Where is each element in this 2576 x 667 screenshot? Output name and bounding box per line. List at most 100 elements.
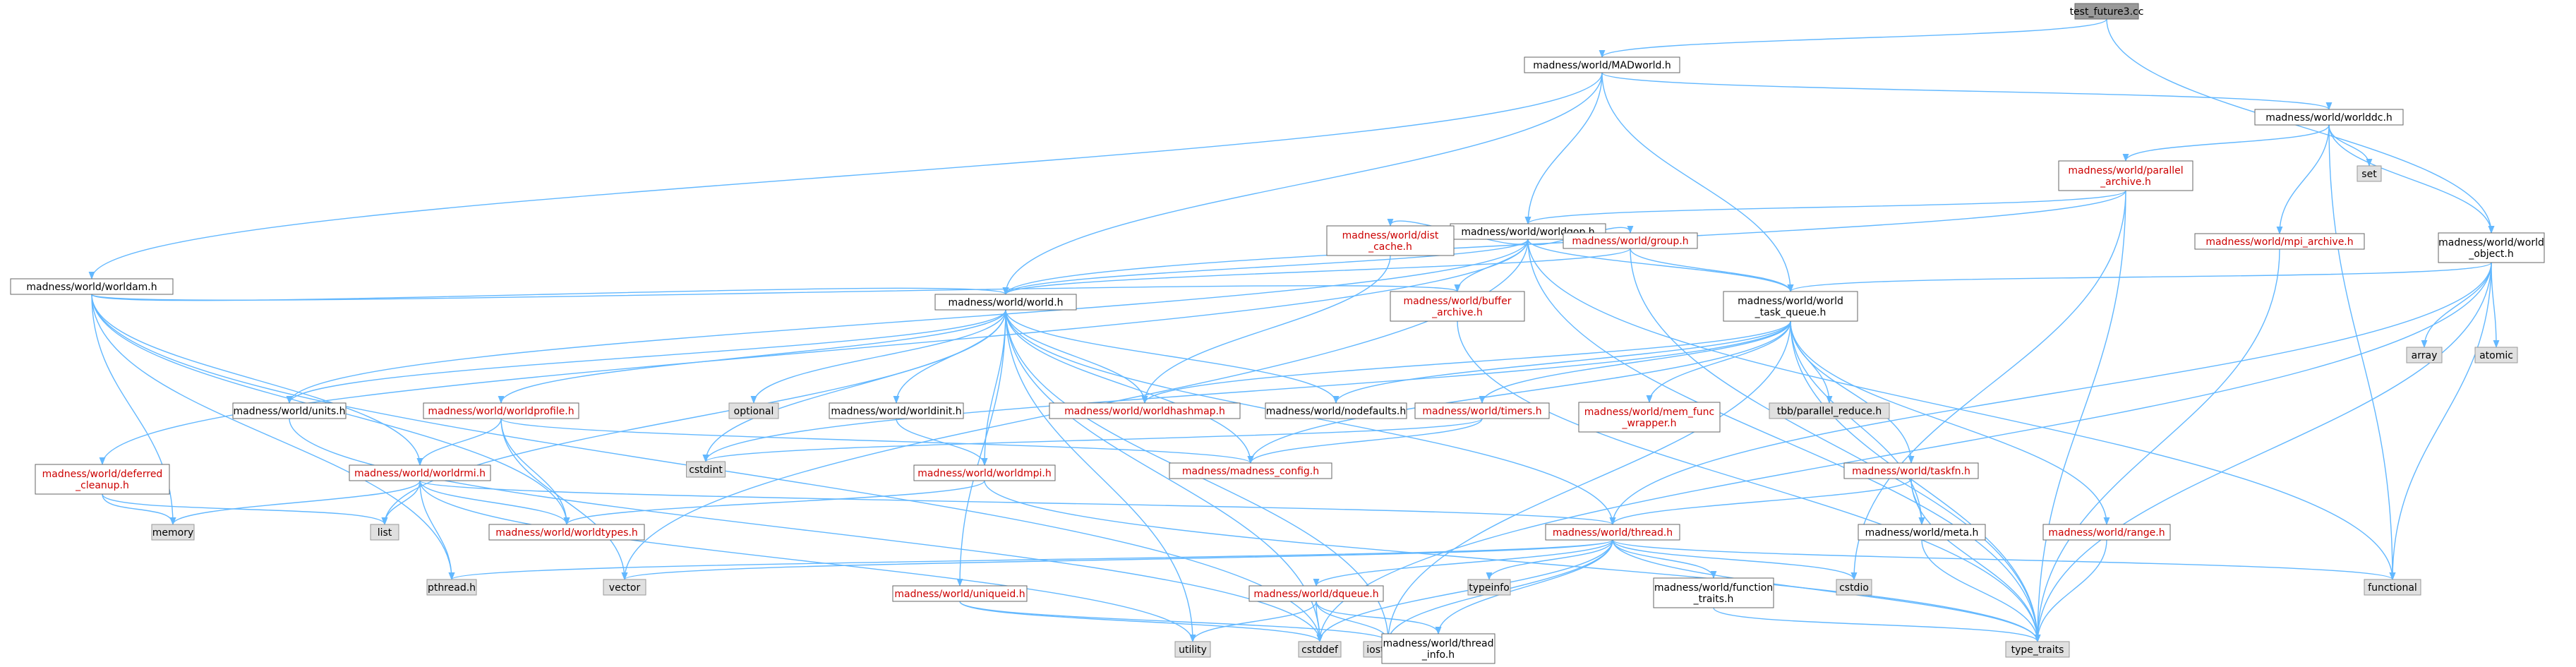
node-cstddef[interactable]: cstddef: [1298, 641, 1342, 658]
node-box-madworld[interactable]: [1524, 56, 1680, 73]
node-box-utility[interactable]: [1174, 641, 1211, 658]
node-dqueue[interactable]: madness/world/dqueue.h: [1248, 585, 1384, 602]
node-vector[interactable]: vector: [603, 579, 646, 596]
node-nodefaults[interactable]: madness/world/nodefaults.h: [1265, 402, 1407, 419]
node-typeinfo[interactable]: typeinfo: [1467, 579, 1511, 596]
node-box-deferred-cleanup[interactable]: [35, 464, 170, 495]
node-box-array[interactable]: [2406, 347, 2443, 363]
node-box-worldmpi[interactable]: [913, 464, 1056, 481]
node-box-worlddc[interactable]: [2254, 109, 2404, 126]
node-cstdint[interactable]: cstdint: [686, 461, 726, 478]
node-box-atomic[interactable]: [2474, 347, 2518, 363]
node-box-buffer-archive[interactable]: [1390, 291, 1525, 322]
node-box-mpi-archive[interactable]: [2194, 233, 2365, 250]
node-box-pthread[interactable]: [426, 579, 477, 596]
node-mem-func-wrapper[interactable]: madness/world/mem_func_wrapper.h: [1578, 402, 1721, 433]
node-worldtypes[interactable]: madness/world/worldtypes.h: [488, 524, 645, 541]
edge-thread-to-cstddef: [1316, 539, 1613, 643]
node-box-worldam[interactable]: [10, 278, 174, 295]
node-box-worldhashmap[interactable]: [1049, 402, 1241, 419]
node-box-mem-func-wrapper[interactable]: [1578, 402, 1721, 433]
node-box-memory[interactable]: [151, 524, 195, 541]
node-range[interactable]: madness/world/range.h: [2042, 524, 2171, 541]
node-meta[interactable]: madness/world/meta.h: [1858, 524, 1986, 541]
node-box-world[interactable]: [934, 294, 1077, 311]
node-box-typeinfo[interactable]: [1467, 579, 1511, 596]
edge-world_task_queue-to-worldhashmap: [1141, 320, 1791, 404]
node-worldam[interactable]: madness/world/worldam.h: [10, 278, 174, 295]
node-function-traits[interactable]: madness/world/function_traits.h: [1653, 577, 1774, 608]
node-world-object[interactable]: madness/world/world_object.h: [2438, 232, 2545, 263]
node-box-functional[interactable]: [2364, 579, 2421, 596]
node-mpi-archive[interactable]: madness/world/mpi_archive.h: [2194, 233, 2365, 250]
node-box-root[interactable]: [2074, 3, 2139, 20]
node-box-function-traits[interactable]: [1653, 577, 1774, 608]
node-label-thread-info: madness/world/thread_info.h: [1383, 638, 1493, 661]
node-worldprofile[interactable]: madness/world/worldprofile.h: [423, 402, 579, 419]
node-list[interactable]: list: [370, 524, 399, 541]
node-box-worldprofile[interactable]: [423, 402, 579, 419]
node-array[interactable]: array: [2406, 347, 2443, 363]
node-madworld[interactable]: madness/world/MADworld.h: [1524, 56, 1680, 73]
node-memory[interactable]: memory: [151, 524, 195, 541]
node-worlddc[interactable]: madness/world/worlddc.h: [2254, 109, 2404, 126]
node-type-traits[interactable]: type_traits: [2005, 641, 2070, 658]
node-world[interactable]: madness/world/world.h: [934, 294, 1077, 311]
node-box-optional[interactable]: [728, 402, 779, 419]
node-box-nodefaults[interactable]: [1265, 402, 1407, 419]
node-box-thread[interactable]: [1545, 524, 1680, 541]
node-timers[interactable]: madness/world/timers.h: [1414, 402, 1550, 419]
node-root[interactable]: test_future3.cc: [2070, 3, 2144, 20]
node-box-meta[interactable]: [1858, 524, 1986, 541]
node-box-worldrmi[interactable]: [349, 464, 491, 481]
node-world-task-queue[interactable]: madness/world/world_task_queue.h: [1723, 291, 1858, 322]
node-buffer-archive[interactable]: madness/world/buffer_archive.h: [1390, 291, 1525, 322]
node-box-dqueue[interactable]: [1248, 585, 1384, 602]
node-box-range[interactable]: [2042, 524, 2171, 541]
node-uniqueid[interactable]: madness/world/uniqueid.h: [892, 585, 1028, 602]
node-set[interactable]: set: [2357, 165, 2382, 182]
node-box-type-traits[interactable]: [2005, 641, 2070, 658]
node-units[interactable]: madness/world/units.h: [232, 402, 347, 419]
node-thread[interactable]: madness/world/thread.h: [1545, 524, 1680, 541]
node-deferred-cleanup[interactable]: madness/world/deferred_cleanup.h: [35, 464, 170, 495]
node-parallel-archive[interactable]: madness/world/parallel_archive.h: [2058, 160, 2193, 191]
node-box-set[interactable]: [2357, 165, 2382, 182]
node-box-units[interactable]: [232, 402, 347, 419]
node-worldinit[interactable]: madness/world/worldinit.h: [829, 402, 964, 419]
node-box-list[interactable]: [370, 524, 399, 541]
node-box-worldtypes[interactable]: [488, 524, 645, 541]
node-box-worldinit[interactable]: [829, 402, 964, 419]
node-box-world-object[interactable]: [2438, 232, 2545, 263]
node-worldhashmap[interactable]: madness/world/worldhashmap.h: [1049, 402, 1241, 419]
node-worldrmi[interactable]: madness/world/worldrmi.h: [349, 464, 491, 481]
node-cstdio[interactable]: cstdio: [1836, 579, 1872, 596]
node-box-thread-info[interactable]: [1381, 633, 1495, 664]
node-box-parallel-archive[interactable]: [2058, 160, 2193, 191]
node-optional[interactable]: optional: [728, 402, 779, 419]
node-box-dist-cache[interactable]: [1326, 225, 1455, 256]
node-taskfn[interactable]: madness/world/taskfn.h: [1843, 462, 1979, 479]
node-tbb-parallel-reduce[interactable]: tbb/parallel_reduce.h: [1769, 402, 1890, 419]
node-box-cstdint[interactable]: [686, 461, 726, 478]
node-pthread[interactable]: pthread.h: [426, 579, 477, 596]
node-box-timers[interactable]: [1414, 402, 1550, 419]
node-dist-cache[interactable]: madness/world/dist_cache.h: [1326, 225, 1455, 256]
node-box-cstddef[interactable]: [1298, 641, 1342, 658]
node-worldmpi[interactable]: madness/world/worldmpi.h: [913, 464, 1056, 481]
node-atomic[interactable]: atomic: [2474, 347, 2518, 363]
node-group[interactable]: madness/world/group.h: [1563, 232, 1698, 249]
node-box-cstdio[interactable]: [1836, 579, 1872, 596]
node-thread-info[interactable]: madness/world/thread_info.h: [1381, 633, 1495, 664]
node-box-uniqueid[interactable]: [892, 585, 1028, 602]
node-box-madness-config[interactable]: [1169, 462, 1332, 479]
node-madness-config[interactable]: madness/madness_config.h: [1169, 462, 1332, 479]
node-box-taskfn[interactable]: [1843, 462, 1979, 479]
node-utility[interactable]: utility: [1174, 641, 1211, 658]
node-box-vector[interactable]: [603, 579, 646, 596]
node-box-tbb-parallel-reduce[interactable]: [1769, 402, 1890, 419]
edge-world-to-uniqueid: [956, 309, 1006, 587]
node-box-group[interactable]: [1563, 232, 1698, 249]
node-box-world-task-queue[interactable]: [1723, 291, 1858, 322]
node-functional[interactable]: functional: [2364, 579, 2421, 596]
